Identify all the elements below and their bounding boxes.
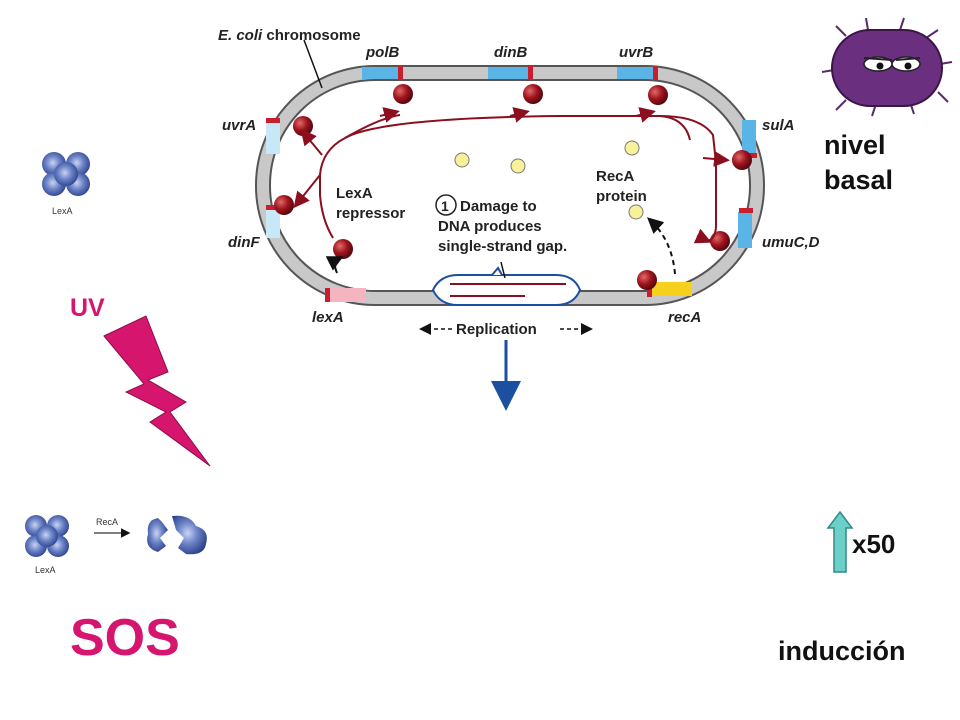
damage-text-line2: DNA produces xyxy=(438,218,542,235)
uv-lightning-icon xyxy=(103,315,211,467)
nivel-basal-label: nivel basal xyxy=(824,128,944,198)
lexa-top-label: LexA xyxy=(52,206,73,216)
chromosome-label: E. coli chromosome xyxy=(218,27,361,44)
basal-label: basal xyxy=(824,165,894,195)
nivel-label: nivel xyxy=(824,130,886,160)
chromosome-ring xyxy=(255,65,765,306)
lexa-autoregulation-arrow xyxy=(325,256,344,274)
uv-label: UV xyxy=(70,294,105,322)
lexa-repressor-label-line2: repressor xyxy=(336,205,405,222)
damage-step-number: 1 xyxy=(441,198,449,214)
x50-label: x50 xyxy=(852,529,896,559)
damage-text-line3: single-strand gap. xyxy=(438,238,567,255)
damage-pointer-line xyxy=(500,261,506,279)
gene-segment-uvrB xyxy=(617,67,655,79)
chromosome-pointer-line xyxy=(303,39,323,89)
reca-activation-arrow xyxy=(647,217,676,275)
lexa-protein-icon-bottom xyxy=(25,515,69,557)
gene-segment-recA xyxy=(652,282,692,296)
gene-segment-lexA xyxy=(328,288,366,302)
gene-label-sulA: sulA xyxy=(762,117,795,134)
lexa-protein-icon xyxy=(42,152,90,196)
gene-label-lexA: lexA xyxy=(312,309,344,326)
gene-label-dinF: dinF xyxy=(228,234,260,251)
gene-label-uvrA: uvrA xyxy=(222,117,256,134)
gene-label-umuCD: umuC,D xyxy=(762,234,820,251)
lexa-repressor-balls xyxy=(274,84,752,290)
bacterium-icon xyxy=(821,17,953,117)
damage-text-line1: Damage to xyxy=(460,198,537,215)
gene-label-uvrB: uvrB xyxy=(619,44,653,61)
gene-segment-sulA xyxy=(742,120,756,156)
cleaved-lexa-icon xyxy=(147,515,207,555)
gene-label-polB: polB xyxy=(365,44,399,61)
reca-arrow-label: RecA xyxy=(96,517,118,527)
reca-protein-label-line2: protein xyxy=(596,188,647,205)
sos-label: SOS xyxy=(70,609,180,667)
gene-segment-uvrA xyxy=(266,120,280,154)
gene-segment-polB xyxy=(362,67,400,79)
induccion-label: inducción xyxy=(778,636,906,666)
reca-protein-dots xyxy=(454,140,644,220)
lexa-repressor-label-line1: LexA xyxy=(336,185,373,202)
step-number-circle xyxy=(435,194,457,216)
lexa-binding-arrows xyxy=(293,107,730,244)
gene-segment-dinF xyxy=(266,208,280,238)
gene-label-dinB: dinB xyxy=(494,44,527,61)
lexa-bottom-label: LexA xyxy=(35,565,56,575)
gene-segment-umuCD xyxy=(738,212,752,248)
gene-label-recA: recA xyxy=(668,309,701,326)
up-arrow-icon xyxy=(826,510,854,573)
replication-label: Replication xyxy=(456,321,537,338)
reca-protein-label-line1: RecA xyxy=(596,168,635,185)
gene-segment-dinB xyxy=(488,67,530,79)
